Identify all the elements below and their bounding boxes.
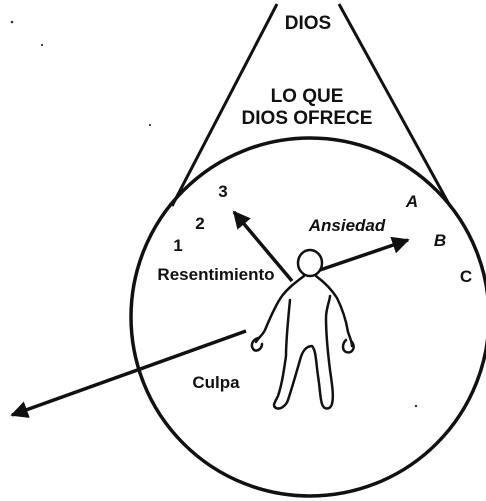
- cone-text-line1: LO QUE: [271, 86, 344, 107]
- letter-a: A: [405, 192, 418, 211]
- cone-text-line2: DIOS OFRECE: [242, 108, 373, 129]
- speck: [10, 20, 14, 24]
- speck: [40, 43, 44, 47]
- speck: [148, 123, 152, 127]
- life-circle: [129, 136, 486, 498]
- arrow-resentment: [232, 210, 294, 283]
- letter-b: B: [434, 231, 446, 250]
- person-right-hand: [341, 338, 355, 354]
- letter-c: C: [460, 267, 472, 286]
- label-resentment: Resentimiento: [157, 265, 274, 284]
- cone-left-line: [170, 3, 279, 207]
- top-label: DIOS: [285, 13, 331, 34]
- person-head: [296, 248, 324, 278]
- number-2: 2: [195, 214, 204, 233]
- number-3: 3: [218, 182, 227, 201]
- arrow-guilt: [10, 329, 247, 418]
- label-guilt: Culpa: [192, 373, 240, 392]
- speck: [414, 404, 418, 408]
- person-body: [254, 274, 354, 410]
- arrow-anxiety: [319, 236, 410, 272]
- label-anxiety: Ansiedad: [308, 216, 386, 235]
- person-figure: [250, 248, 355, 410]
- person-left-hand: [250, 336, 264, 352]
- number-1: 1: [173, 236, 182, 255]
- cone-right-line: [337, 3, 452, 207]
